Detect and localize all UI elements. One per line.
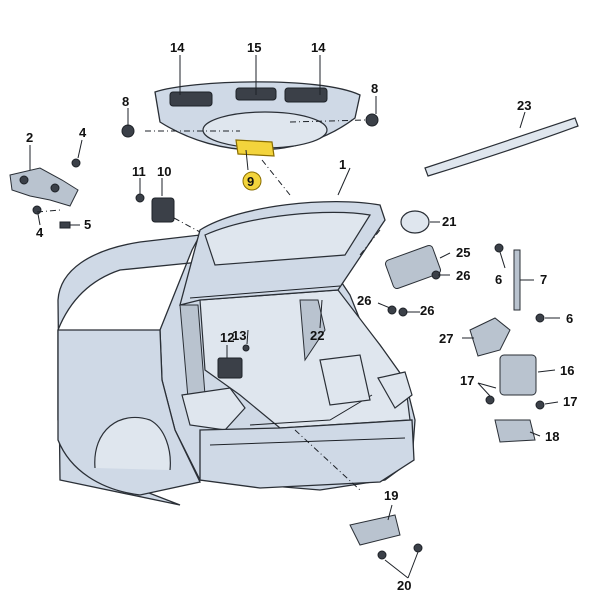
callout-7: 7 [540, 272, 547, 287]
callout-18: 18 [545, 429, 559, 444]
callout-12: 12 [220, 330, 234, 345]
callout-20: 20 [397, 578, 411, 593]
callout-17-right: 17 [563, 394, 577, 409]
alignment-lines [36, 119, 381, 491]
lid-trim-panel [154, 81, 361, 151]
callout-15: 15 [247, 40, 261, 55]
trim-strip [424, 117, 579, 177]
callout-26-a: 26 [456, 268, 470, 283]
fasteners [32, 113, 545, 560]
callout-19: 19 [384, 488, 398, 503]
callout-16: 16 [560, 363, 574, 378]
callout-4-top: 4 [79, 125, 87, 140]
callout-5: 5 [84, 217, 91, 232]
callout-14-right: 14 [311, 40, 326, 55]
callout-13: 13 [232, 328, 246, 343]
callout-25: 25 [456, 245, 470, 260]
callout-23: 23 [517, 98, 531, 113]
callout-6-top: 6 [495, 272, 502, 287]
lid-handle-highlighted: 9 [235, 139, 275, 191]
callout-14-left: 14 [170, 40, 185, 55]
callout-4-bottom: 4 [36, 225, 44, 240]
leader-lines [29, 55, 560, 579]
callout-1: 1 [339, 157, 346, 172]
callout-10: 10 [157, 164, 171, 179]
callout-11: 11 [132, 164, 146, 179]
hinge-bracket [9, 167, 79, 207]
callout-2: 2 [26, 130, 33, 145]
trunk-lid [179, 200, 386, 306]
callout-26-b: 26 [357, 293, 371, 308]
callout-26-c: 26 [420, 303, 434, 318]
callout-22: 22 [310, 328, 324, 343]
callout-labels: 14 15 14 8 8 23 2 4 4 5 11 10 1 21 25 26… [26, 40, 577, 593]
callout-8-left: 8 [122, 94, 129, 109]
callout-9: 9 [247, 174, 254, 189]
callout-6-right: 6 [566, 311, 573, 326]
callout-21: 21 [442, 214, 456, 229]
callout-8-right: 8 [371, 81, 378, 96]
callout-17-left: 17 [460, 373, 474, 388]
callout-27: 27 [439, 331, 453, 346]
